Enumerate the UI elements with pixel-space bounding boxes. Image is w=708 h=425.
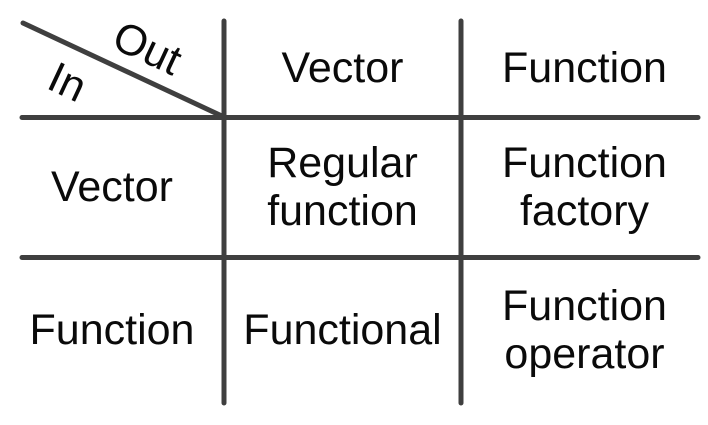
diagonal-divider-line: [20, 20, 227, 120]
column-header-vector: Vector: [281, 44, 404, 93]
cell-regular-function: Regular function: [267, 139, 418, 235]
cell-function-operator: Function operator: [502, 282, 667, 378]
row-header-function: Function: [29, 305, 195, 354]
column-header-function: Function: [502, 44, 667, 93]
row-header-vector: Vector: [51, 162, 173, 211]
cell-function-factory: Function factory: [502, 139, 667, 235]
cell-functional: Functional: [243, 305, 442, 354]
